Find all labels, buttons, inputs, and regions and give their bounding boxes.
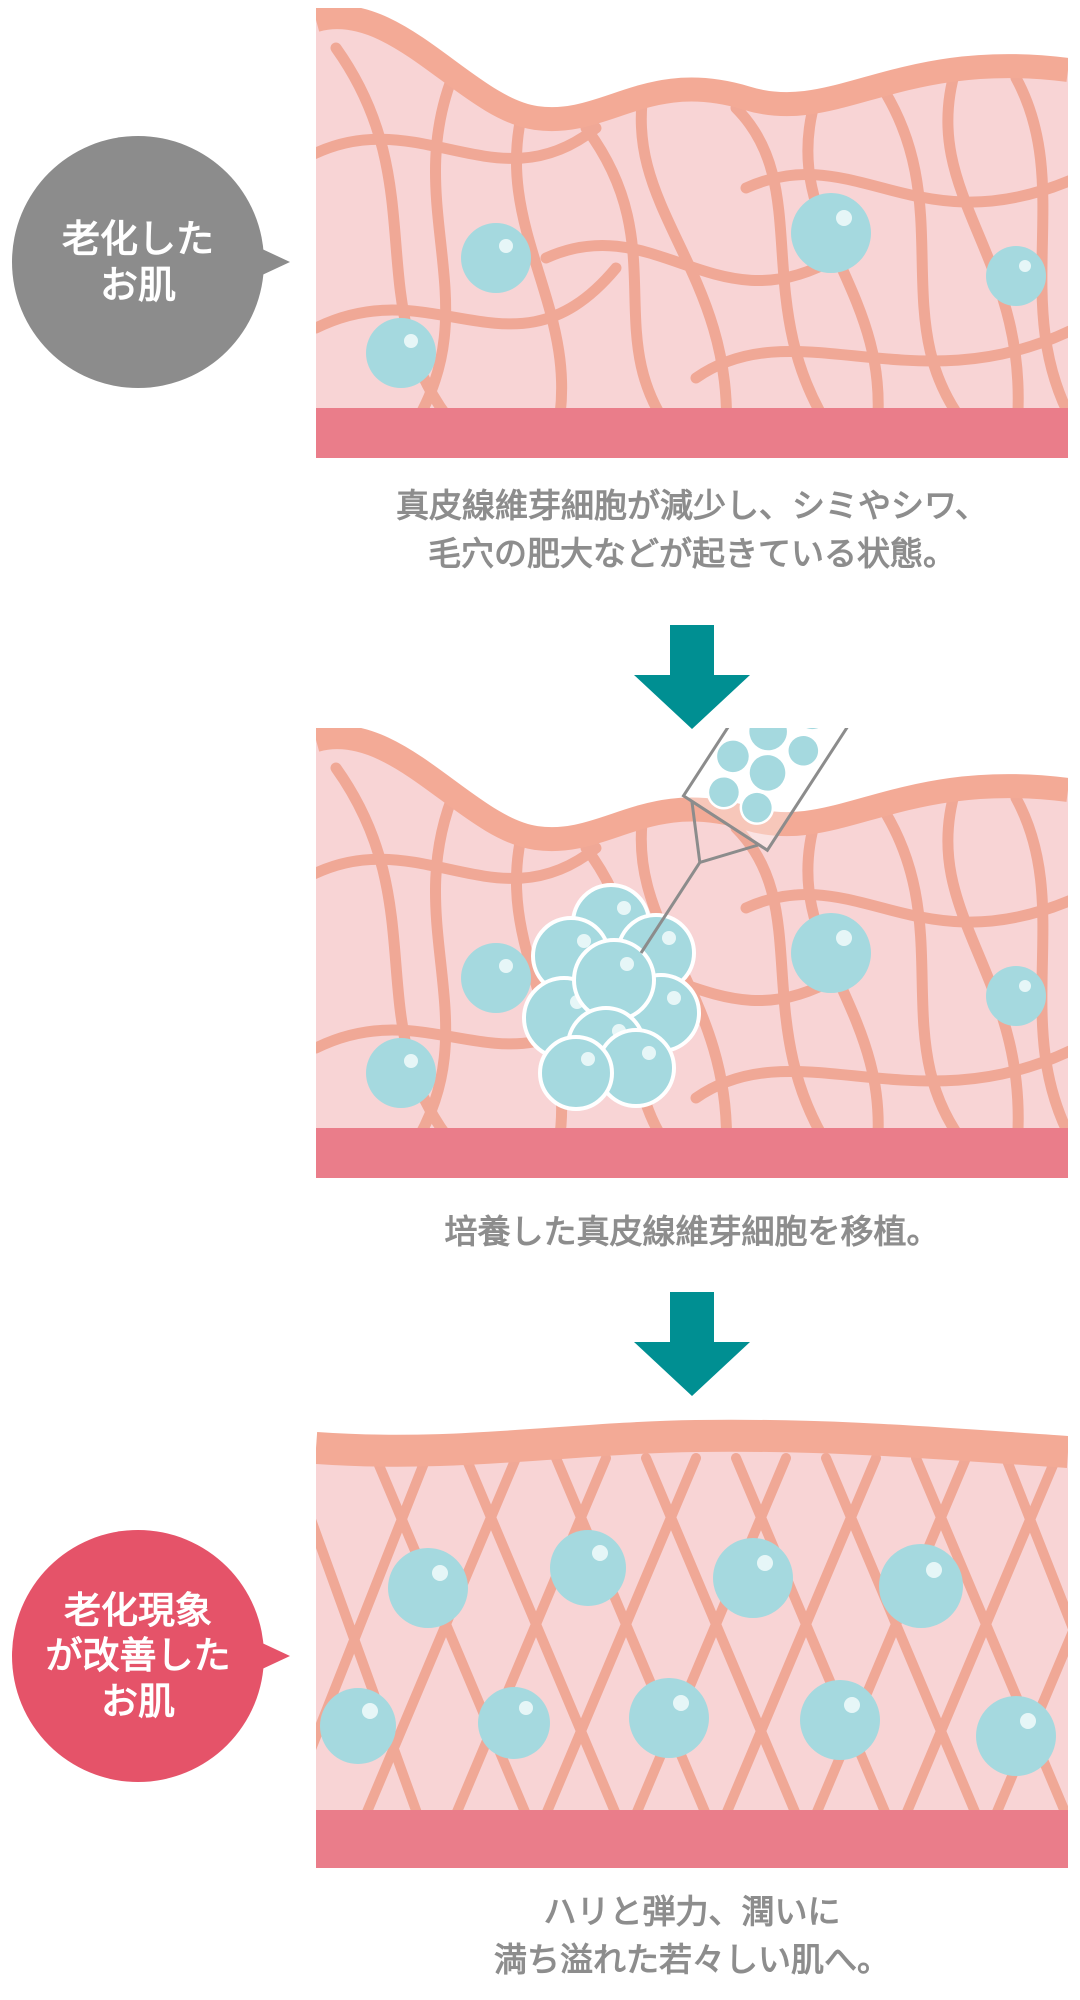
skin-surface: [316, 728, 1068, 852]
fibroblast-cells: [366, 913, 1046, 1108]
basement-layer: [316, 408, 1068, 458]
basement-layer: [316, 1128, 1068, 1178]
fibroblast-cells: [320, 1530, 1056, 1776]
down-arrow-icon: [634, 1292, 750, 1396]
aged-skin-label: 老化した お肌: [12, 136, 290, 388]
aged-skin-illustration: [316, 8, 1068, 458]
basement-layer: [316, 1810, 1068, 1868]
transplant-illustration: [316, 728, 1068, 1178]
aged-caption-line-2: 毛穴の肥大などが起きている状態。: [428, 533, 956, 573]
aged-skin-label-line-1: 老化した: [61, 216, 214, 261]
fibroblast-cells: [366, 193, 1046, 388]
transplanted-cell-cluster: [522, 883, 701, 1111]
improved-skin-label-line-3: お肌: [101, 1679, 175, 1723]
down-arrow-icon: [634, 625, 750, 729]
transplant-caption: 培養した真皮線維芽細胞を移植。: [316, 1208, 1068, 1256]
aged-skin-caption: 真皮線維芽細胞が減少し、シミやシワ、 毛穴の肥大などが起きている状態。: [316, 482, 1068, 578]
skin-surface: [316, 1419, 1068, 1468]
syringe-icon: [639, 728, 895, 954]
skin-surface: [316, 8, 1068, 132]
improved-caption-line-1: ハリと弾力、潤いに: [543, 1892, 841, 1931]
improved-caption-line-2: 満ち溢れた若々しい肌へ。: [494, 1939, 890, 1979]
transplant-caption-line-1: 培養した真皮線維芽細胞を移植。: [444, 1212, 940, 1251]
dermis-layer: [316, 1435, 1068, 1868]
improved-skin-label: 老化現象 が改善した お肌: [12, 1530, 290, 1782]
aged-caption-line-1: 真皮線維芽細胞が減少し、シミやシワ、: [395, 486, 989, 525]
aged-skin-label-line-2: お肌: [99, 263, 176, 307]
improved-skin-caption: ハリと弾力、潤いに 満ち溢れた若々しい肌へ。: [316, 1888, 1068, 1984]
improved-skin-illustration: [316, 1419, 1068, 1868]
dermis-layer: [316, 17, 1068, 458]
improved-skin-label-line-2: が改善した: [45, 1634, 231, 1678]
improved-skin-label-line-1: 老化現象: [64, 1589, 212, 1633]
